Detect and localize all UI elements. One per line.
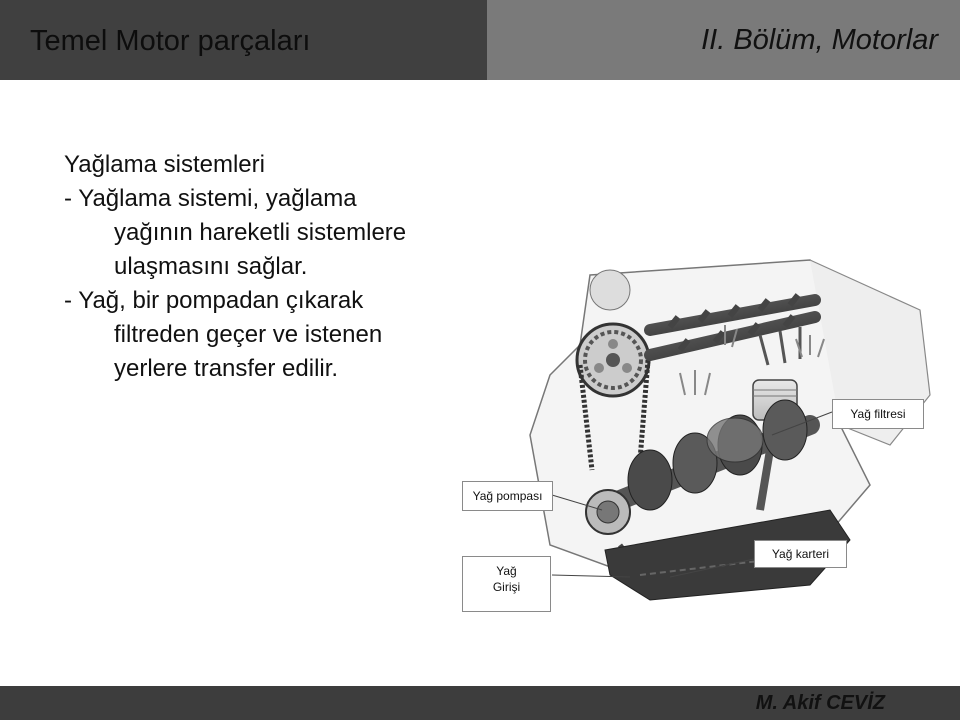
crankshaft xyxy=(610,399,820,511)
engine-lubrication-diagram xyxy=(529,259,931,601)
footer-author: M. Akif CEVİZ xyxy=(755,692,885,714)
label-oil-inlet-line2: Girişi xyxy=(492,580,521,594)
callout-leader-lines xyxy=(551,411,833,578)
label-oil-inlet: Yağ Girişi xyxy=(462,556,551,612)
chapter-title: II. Bölüm, Motorlar xyxy=(701,24,938,56)
body-text: Yağlama sistemleri - Yağlama sistemi, ya… xyxy=(64,148,534,386)
section-heading: Yağlama sistemleri xyxy=(64,151,265,178)
oil-pump xyxy=(585,489,631,535)
oil-sump xyxy=(604,509,851,601)
bullet-line-3: ulaşmasını sağlar. xyxy=(114,253,308,280)
bullet-line-5: filtreden geçer ve istenen xyxy=(114,321,383,348)
timing-gear xyxy=(575,322,651,398)
timing-chain xyxy=(577,359,651,486)
camshaft-lower xyxy=(644,311,821,361)
footer-bar xyxy=(0,686,960,720)
camshaft-upper xyxy=(644,293,821,336)
oil-spray-arrows xyxy=(679,325,825,396)
slide-title: Temel Motor parçaları xyxy=(30,25,311,57)
label-oil-inlet-line1: Yağ xyxy=(496,564,517,578)
bullet-line-6: yerlere transfer edilir. xyxy=(114,355,339,382)
label-oil-filter: Yağ filtresi xyxy=(832,399,924,429)
header-bar-right xyxy=(487,0,960,80)
bullet-line-2: yağının hareketli sistemlere xyxy=(114,219,407,246)
bullet-line-1: - Yağlama sistemi, yağlama xyxy=(64,185,357,212)
bullet-line-4: - Yağ, bir pompadan çıkarak xyxy=(64,287,364,314)
label-oil-sump: Yağ karteri xyxy=(754,540,847,568)
header-bar-left xyxy=(0,0,487,80)
label-oil-pump: Yağ pompası xyxy=(462,481,553,511)
